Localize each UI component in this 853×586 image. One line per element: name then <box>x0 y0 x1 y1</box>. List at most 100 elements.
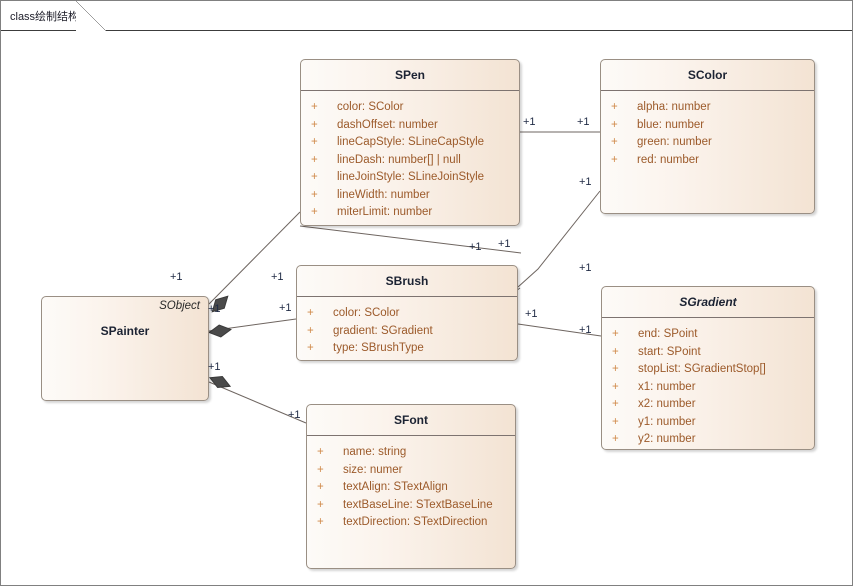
link-brush-gradient <box>517 323 602 337</box>
multiplicity-label: +1 <box>170 271 183 283</box>
composition-diamond-painter-font <box>208 375 232 389</box>
link-painter-font <box>208 381 307 424</box>
attribute-row: + blue: number <box>601 117 814 135</box>
attribute-signature: gradient: SGradient <box>333 324 433 337</box>
multiplicity-label: +1 <box>579 324 592 336</box>
class-attributes: + color: SColor + gradient: SGradient + … <box>297 297 517 358</box>
visibility-marker: + <box>307 342 314 354</box>
visibility-marker: + <box>611 101 618 113</box>
attribute-row: + x2: number <box>602 396 814 414</box>
class-attributes: + alpha: number + blue: number + green: … <box>601 91 814 169</box>
attribute-signature: y1: number <box>638 415 696 428</box>
visibility-marker: + <box>311 153 318 166</box>
attribute-signature: color: SColor <box>337 101 404 113</box>
class-box-scolor[interactable]: SColor + alpha: number + blue: number + … <box>600 59 815 214</box>
attribute-row: + green: number <box>601 134 814 152</box>
class-title: SGradient <box>679 295 737 309</box>
diagram-tab[interactable]: class绘制结构 <box>1 1 107 31</box>
attribute-row: + y2: number <box>602 431 814 449</box>
visibility-marker: + <box>311 136 318 148</box>
attribute-signature: stopList: SGradientStop[] <box>638 363 766 375</box>
visibility-marker: + <box>311 188 318 201</box>
attribute-row: + x1: number <box>602 379 814 397</box>
class-title: SColor <box>687 68 728 82</box>
attribute-row: + lineCapStyle: SLineCapStyle <box>301 134 519 152</box>
attribute-signature: type: SBrushType <box>333 342 424 354</box>
attribute-signature: textDirection: STextDirection <box>343 516 488 528</box>
attribute-signature: x1: number <box>638 380 696 393</box>
attribute-signature: lineWidth: number <box>337 188 430 201</box>
attribute-row: + alpha: number <box>601 99 814 117</box>
class-box-spen[interactable]: SPen + color: SColor + dashOffset: numbe… <box>300 59 520 226</box>
attribute-signature: lineCapStyle: SLineCapStyle <box>337 136 485 148</box>
attribute-row: + textBaseLine: STextBaseLine <box>307 497 515 515</box>
attribute-signature: end: SPoint <box>638 328 698 340</box>
multiplicity-label: +1 <box>523 116 536 128</box>
multiplicity-label: +1 <box>208 361 221 373</box>
attribute-row: + dashOffset: number <box>301 117 519 135</box>
class-box-sfont[interactable]: SFont + name: string + size: numer + tex… <box>306 404 516 569</box>
multiplicity-label: +1 <box>288 409 301 421</box>
stereotype-label: SObject <box>159 300 200 312</box>
visibility-marker: + <box>311 118 318 131</box>
attribute-row: + size: numer <box>307 462 515 480</box>
attribute-row: + end: SPoint <box>602 326 814 344</box>
attribute-signature: red: number <box>637 153 700 166</box>
attribute-row: + miterLimit: number <box>301 204 519 222</box>
visibility-marker: + <box>611 153 618 166</box>
link-brush-color <box>517 190 601 288</box>
attribute-signature: textBaseLine: STextBaseLine <box>343 498 493 511</box>
link-painter-pen <box>208 211 301 305</box>
attribute-row: + color: SColor <box>297 305 517 323</box>
attribute-row: + lineDash: number[] | null <box>301 152 519 170</box>
attribute-signature: lineJoinStyle: SLineJoinStyle <box>337 171 485 183</box>
tab-underline-divider <box>1 30 852 31</box>
attribute-row: + gradient: SGradient <box>297 323 517 341</box>
attribute-row: + lineWidth: number <box>301 187 519 205</box>
attribute-signature: lineDash: number[] | null <box>337 153 461 166</box>
attribute-row: + stopList: SGradientStop[] <box>602 361 814 379</box>
visibility-marker: + <box>311 206 318 218</box>
visibility-marker: + <box>612 433 619 445</box>
attribute-signature: name: string <box>343 446 407 458</box>
visibility-marker: + <box>311 171 318 183</box>
class-header: SFont <box>307 405 515 436</box>
attribute-row: + lineJoinStyle: SLineJoinStyle <box>301 169 519 187</box>
class-header: SGradient <box>602 287 814 318</box>
multiplicity-label: +1 <box>279 302 292 314</box>
class-title: SBrush <box>385 274 429 288</box>
visibility-marker: + <box>612 328 619 340</box>
diagram-tab-label: class绘制结构 <box>10 10 80 23</box>
visibility-marker: + <box>307 324 314 337</box>
attribute-signature: color: SColor <box>333 307 400 319</box>
multiplicity-label: +1 <box>577 116 590 128</box>
multiplicity-label: +1 <box>208 303 221 315</box>
visibility-marker: + <box>307 307 314 319</box>
class-header: SPen <box>301 60 519 91</box>
class-title: SFont <box>394 413 428 427</box>
class-attributes: + name: string + size: numer + textAlign… <box>307 436 515 532</box>
class-box-sgradient[interactable]: SGradient + end: SPoint + start: SPoint … <box>601 286 815 450</box>
class-box-sbrush[interactable]: SBrush + color: SColor + gradient: SGrad… <box>296 265 518 361</box>
attribute-signature: size: numer <box>343 463 403 476</box>
attribute-signature: blue: number <box>637 118 705 131</box>
composition-diamond-painter-pen <box>211 295 229 313</box>
class-box-spainter[interactable]: SObject SPainter <box>41 296 209 401</box>
class-attributes: + end: SPoint + start: SPoint + stopList… <box>602 318 814 449</box>
attribute-signature: y2: number <box>638 433 696 445</box>
visibility-marker: + <box>317 498 324 511</box>
attribute-signature: x2: number <box>638 398 696 410</box>
visibility-marker: + <box>317 463 324 476</box>
visibility-marker: + <box>311 101 318 113</box>
multiplicity-label: +1 <box>579 262 592 274</box>
multiplicity-label: +1 <box>469 241 482 253</box>
attribute-signature: textAlign: STextAlign <box>343 481 448 493</box>
visibility-marker: + <box>612 363 619 375</box>
attribute-row: + y1: number <box>602 414 814 432</box>
visibility-marker: + <box>317 516 324 528</box>
visibility-marker: + <box>611 136 618 148</box>
attribute-signature: miterLimit: number <box>337 206 433 218</box>
visibility-marker: + <box>612 398 619 410</box>
visibility-marker: + <box>612 415 619 428</box>
